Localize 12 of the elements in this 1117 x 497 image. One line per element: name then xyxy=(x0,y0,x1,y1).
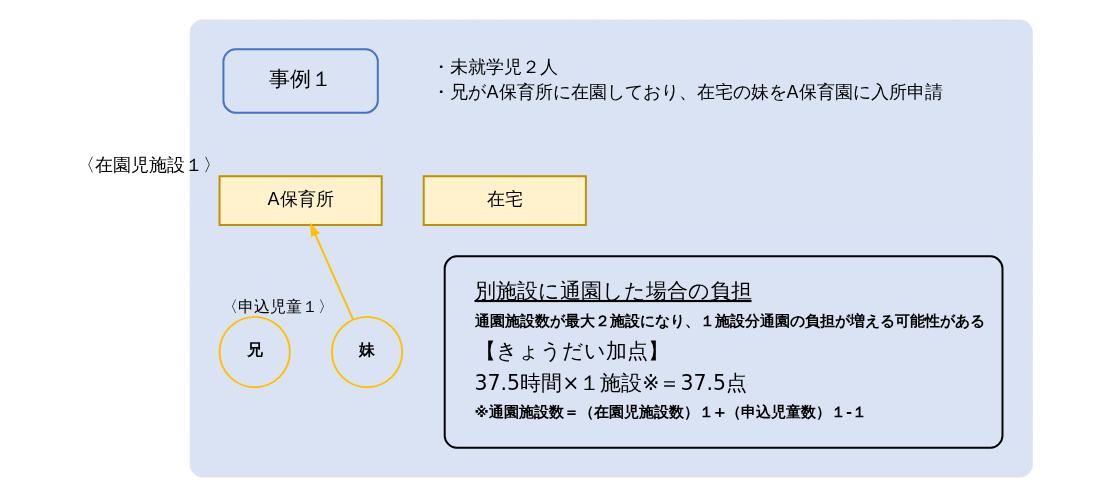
label: ・未就学児２人 xyxy=(432,56,558,77)
node-box: 事例１ xyxy=(222,48,379,114)
arrow xyxy=(309,222,354,321)
node-label: 〈申込児童１〉 xyxy=(221,297,334,316)
node-circle: 妹 xyxy=(330,315,403,389)
node-box: 在宅 xyxy=(422,175,587,227)
cluster xyxy=(189,19,1033,478)
node-box: A保育所 xyxy=(218,175,383,227)
label: ・兄がA保育所に在園しており、在宅の妹をA保育園に入所申請 xyxy=(432,81,943,102)
node-circle: 兄 xyxy=(218,315,291,389)
node-label: 〈在園児施設１〉 xyxy=(76,154,221,175)
node-box: 別施設に通園した場合の負担 通園施設数が最大２施設になり、１施設分通園の負担が増える可能性がある 【きょうだい加点】 37.5時間×１施設※＝37.5点 ※通園施設数＝（在園児施設数）１+（申込児童数）１-１ xyxy=(443,255,1003,449)
